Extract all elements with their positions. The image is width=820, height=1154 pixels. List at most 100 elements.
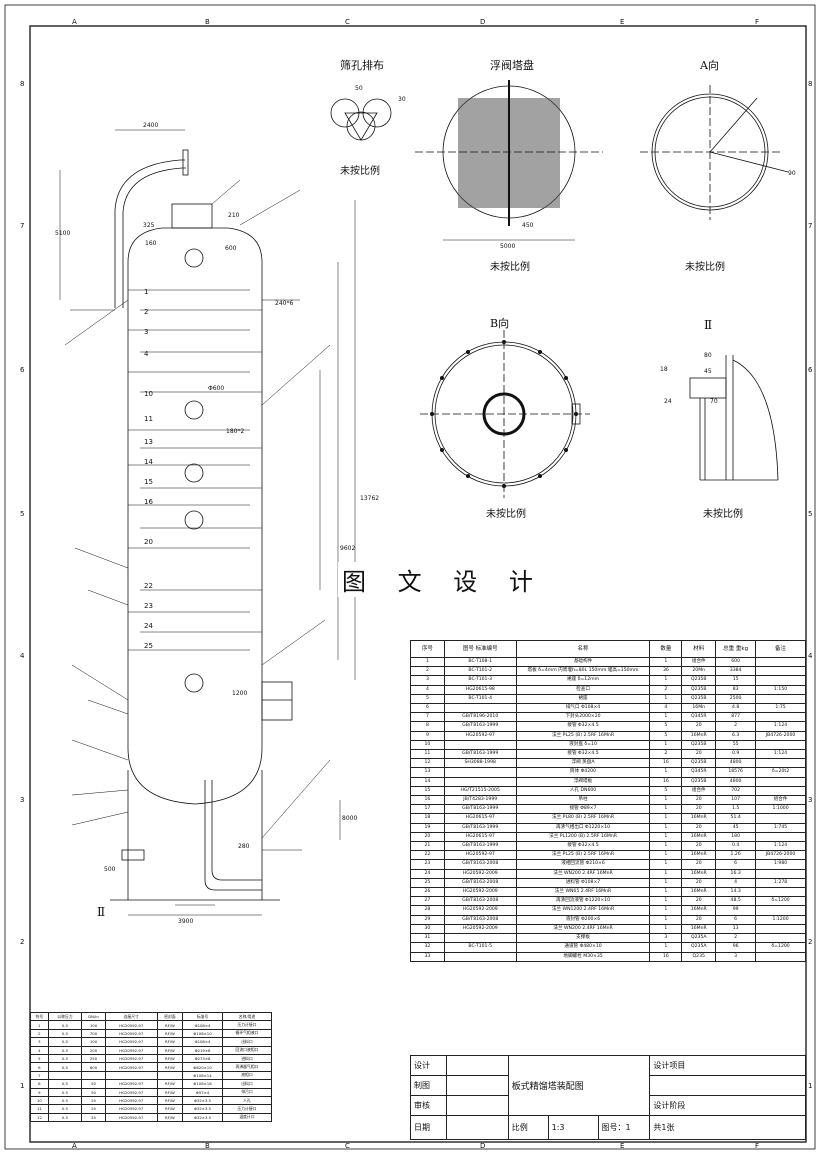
label-design: 设计: [410, 1055, 447, 1076]
bom-cell: 6: [410, 703, 445, 714]
bom-cell: 1: [649, 868, 683, 879]
bom-cell: Q235B: [681, 758, 717, 769]
bom-cell: 下封头2000×20: [515, 712, 651, 723]
bom-cell: [755, 905, 806, 916]
bom-cell: 1: [649, 767, 683, 778]
bom-cell: 3: [649, 933, 683, 944]
bom-cell: GB/T8163-1999: [443, 749, 517, 760]
bom-cell: 地脚螺栓 M30×35: [515, 951, 651, 962]
bom-cell: 17: [410, 804, 445, 815]
bom-cell: Q235B: [681, 684, 717, 695]
nozzle-cell: Φ108×4: [182, 1037, 223, 1047]
nozzle-cell: Φ219×6: [182, 1045, 223, 1055]
nozzle-cell: 0.5: [47, 1045, 83, 1055]
bom-cell: 1:1000: [755, 804, 806, 815]
nozzle-cell: [81, 1070, 106, 1081]
nozzle-cell: 0.5: [47, 1053, 83, 1064]
sheet-count: 共1张: [649, 1115, 806, 1140]
nozzle-cell: RF/W: [156, 1079, 184, 1089]
bom-cell: 接管 Φ32×4.5: [515, 721, 651, 732]
bom-cell: 接管 Φ32×4.5: [515, 841, 651, 852]
bom-cell: 1:1200: [755, 914, 806, 925]
label-date: 日期: [410, 1115, 447, 1140]
outer-border: [4, 4, 816, 1150]
b-direction-view: [420, 330, 590, 498]
bom-cell: 32: [410, 942, 445, 953]
nozzle-cell: [47, 1070, 83, 1081]
nozzle-cell: 0.5: [47, 1020, 83, 1030]
bom-cell: 法兰 PL25 (B) 2.5RF 16MnR: [515, 730, 651, 741]
tray-number: 16: [144, 498, 153, 506]
tray-number: 11: [144, 415, 153, 423]
dim-280: 280: [238, 843, 250, 850]
dim-70: 70: [710, 398, 718, 405]
inner-border: [29, 25, 807, 1143]
nozzle-cell: 压力计接口: [221, 1104, 273, 1114]
nozzle-header-cell: 符号: [30, 1011, 49, 1022]
bom-cell: 法兰 PL1200 (B) 2.5RF 16MnR: [515, 831, 651, 843]
bom-cell: 14: [410, 776, 445, 787]
nozzle-cell: Φ32×3.5: [182, 1104, 223, 1114]
dim-160: 160: [145, 240, 157, 247]
zone-right-2: 2: [808, 938, 813, 946]
bom-cell: 1: [649, 905, 683, 916]
bom-cell: 20: [681, 721, 717, 732]
bom-cell: 25: [410, 877, 445, 889]
nozzle-cell: RF/W: [156, 1087, 184, 1097]
zone-bottom-a: A: [72, 1142, 77, 1150]
bom-cell: 4.8: [715, 703, 757, 714]
bom-cell: Q235B: [681, 776, 717, 787]
bom-cell: 5: [410, 693, 445, 705]
nozzle-cell: RF/W: [156, 1028, 184, 1039]
bom-cell: 支撑板: [515, 933, 651, 944]
drawing-title: 板式精馏塔装配图: [507, 1055, 651, 1116]
nozzle-header-cell: 名称/用途: [221, 1011, 273, 1022]
nozzle-cell: RF/W: [156, 1053, 184, 1064]
bom-cell: 14.3: [715, 887, 757, 898]
bom-cell: 16MnR: [681, 923, 717, 935]
a-view-title: A向: [700, 59, 719, 72]
bom-cell: 16: [649, 758, 683, 769]
bom-cell: 15: [715, 675, 757, 686]
bom-cell: 15: [410, 785, 445, 797]
bom-cell: 1:980: [755, 859, 806, 870]
nozzle-cell: Φ108×18: [182, 1079, 223, 1089]
bom-cell: 1: [649, 795, 683, 806]
bom-cell: 1:124: [755, 749, 806, 760]
a-direction-view: [640, 85, 789, 220]
sieve-view-title: 筛孔排布: [340, 59, 384, 72]
dim-9602: 9602: [340, 545, 356, 552]
bom-cell: HG20592-97: [443, 730, 517, 741]
nozzle-cell: 1: [30, 1020, 49, 1030]
dim-1200: 1200: [232, 690, 248, 697]
bom-cell: 0.4: [715, 841, 757, 852]
bom-cell: [443, 776, 517, 787]
bom-cell: 液封管 Φ200×6: [515, 914, 651, 925]
sieve-hole-view: [330, 98, 392, 141]
bom-cell: [755, 666, 806, 677]
bom-cell: 28: [410, 905, 445, 916]
zone-left-2: 2: [20, 938, 25, 946]
bom-cell: 4: [649, 703, 683, 714]
zone-top-b: B: [205, 18, 210, 26]
nozzle-cell: RF/W: [156, 1037, 184, 1047]
tray-number: 2: [144, 308, 149, 316]
bom-cell: 12: [410, 758, 445, 769]
bom-cell: 180: [715, 831, 757, 843]
bom-cell: 20: [681, 822, 717, 833]
nozzle-cell: 液相口: [221, 1070, 273, 1081]
bom-cell: 1: [649, 804, 683, 815]
bom-cell: 4800: [715, 776, 757, 787]
nozzle-cell: Φ108×4: [182, 1020, 223, 1030]
bom-cell: δ=1200: [755, 896, 806, 907]
bom-cell: 31: [410, 933, 445, 944]
bom-cell: 8: [410, 721, 445, 732]
nozzle-cell: RF/W: [156, 1045, 184, 1055]
